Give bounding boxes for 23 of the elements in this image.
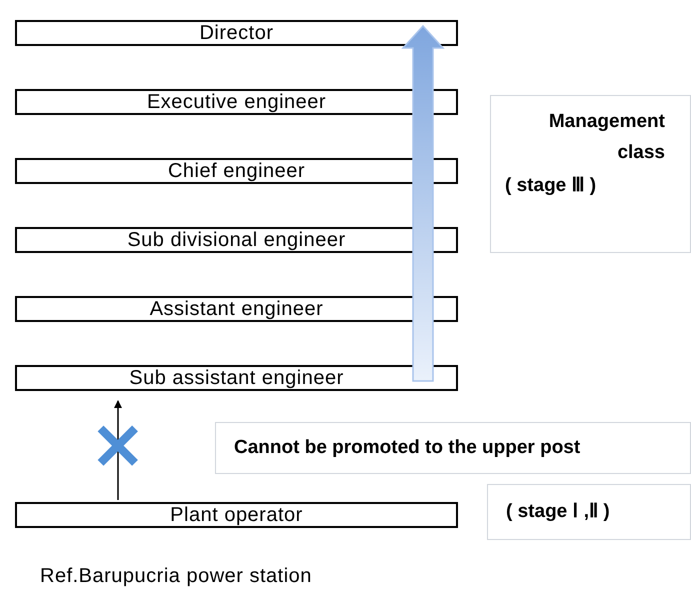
rank-label: Assistant engineer: [150, 299, 324, 319]
promotion-arrow: [401, 24, 445, 382]
rank-label: Chief engineer: [168, 161, 306, 181]
note-panel: [487, 484, 691, 540]
note-label: ( stage Ⅰ ,Ⅱ ): [506, 500, 610, 524]
rank-label: Director: [199, 23, 274, 43]
rank-box: [15, 89, 458, 115]
rank-box: [15, 20, 458, 46]
class-panel: [490, 95, 691, 253]
rank-box: [15, 365, 458, 391]
class-label: Management class: [548, 110, 665, 165]
caption: Ref.Barupucria power station: [40, 566, 312, 586]
rank-box: [15, 158, 458, 184]
rank-label: Sub divisional engineer: [127, 230, 346, 250]
note-label: Cannot be promoted to the upper post: [234, 436, 580, 460]
rank-box: [15, 227, 458, 253]
rank-label: Plant operator: [170, 505, 303, 525]
note-panel: [215, 422, 691, 474]
rank-label: Executive engineer: [146, 92, 326, 112]
class-label: ( stage Ⅲ ): [505, 174, 598, 198]
rank-label: Sub assistant engineer: [129, 368, 344, 388]
rank-box: [15, 296, 458, 322]
rank-box: [15, 502, 458, 528]
